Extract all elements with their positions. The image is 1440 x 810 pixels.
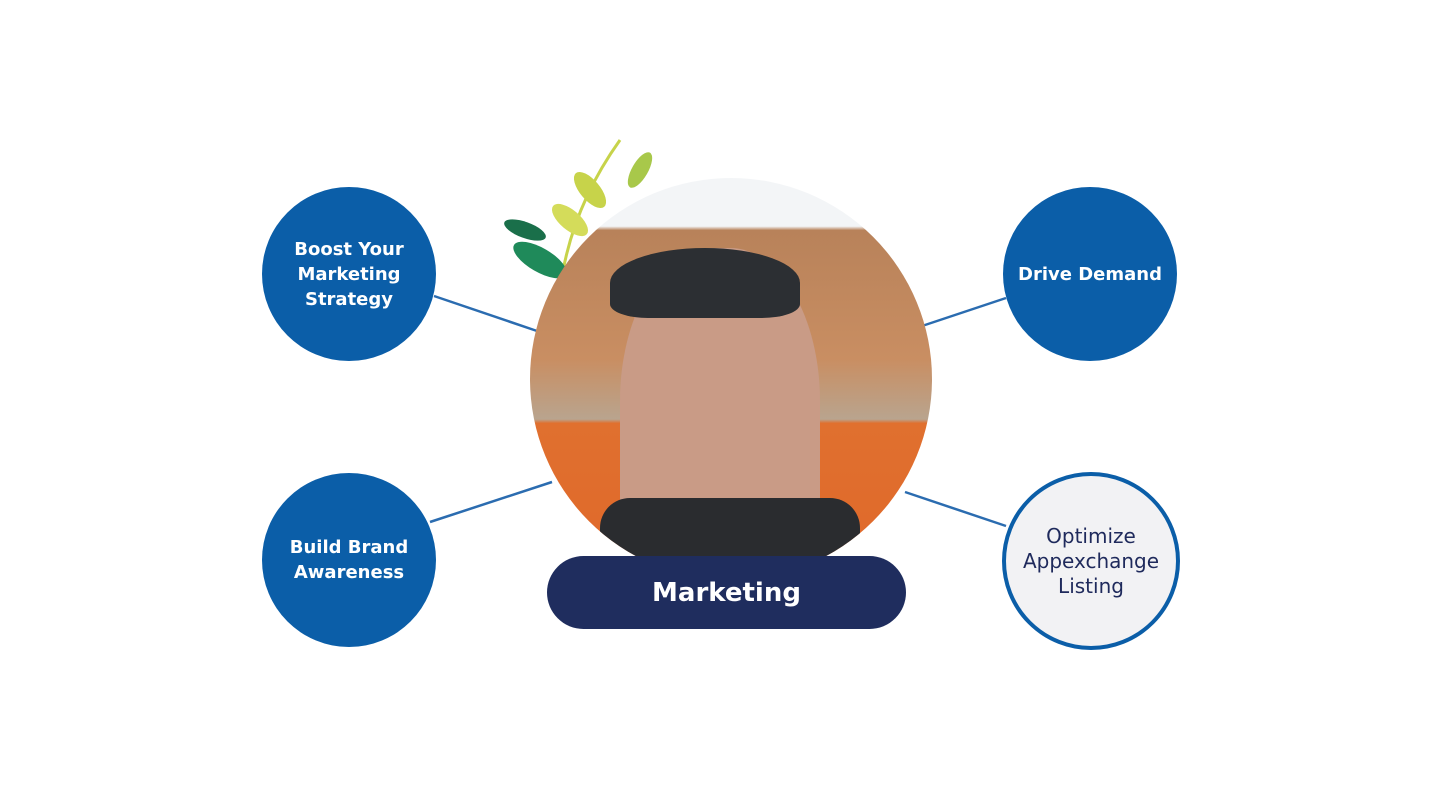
presenter-video: [530, 178, 932, 580]
connector-line: [904, 490, 1007, 528]
presenter-cap: [610, 248, 800, 318]
center-label: Marketing: [547, 556, 906, 629]
connector-line: [433, 294, 541, 334]
connector-line: [429, 480, 553, 524]
node-build-brand-awareness: Build Brand Awareness: [262, 473, 436, 647]
node-boost-marketing-strategy: Boost Your Marketing Strategy: [262, 187, 436, 361]
node-drive-demand: Drive Demand: [1003, 187, 1177, 361]
connector-line: [921, 296, 1007, 328]
node-optimize-appexchange-listing: Optimize Appexchange Listing: [1002, 472, 1180, 650]
